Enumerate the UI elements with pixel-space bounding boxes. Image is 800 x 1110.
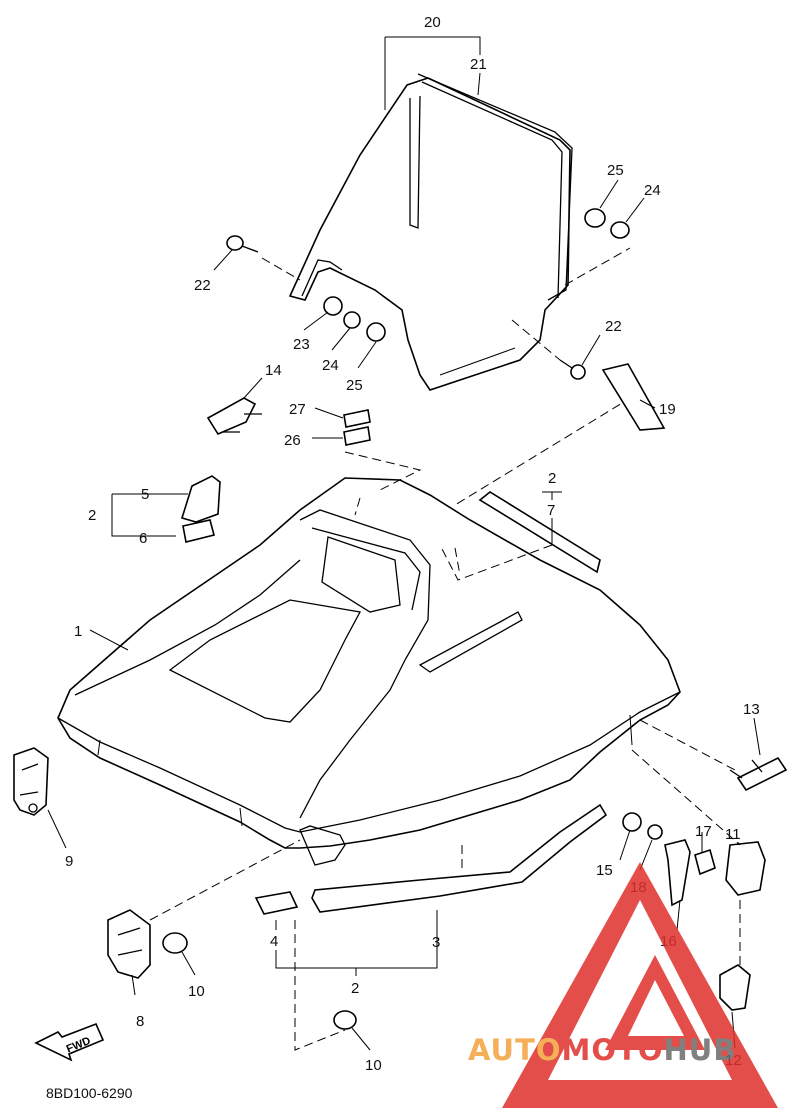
- callout-5: 5: [141, 486, 149, 503]
- callout-25-a: 25: [346, 377, 363, 394]
- callout-20: 20: [424, 14, 441, 31]
- trim-part-3[interactable]: [311, 803, 608, 913]
- leader-lines: [47, 36, 761, 1051]
- windshield[interactable]: [288, 73, 573, 391]
- callout-2-right: 2: [548, 470, 556, 487]
- callout-8: 8: [136, 1013, 144, 1030]
- callout-9: 9: [65, 853, 73, 870]
- callout-22-a: 22: [194, 277, 211, 294]
- bushing-part-15[interactable]: [622, 812, 642, 832]
- callout-3: 3: [432, 934, 440, 951]
- callout-15: 15: [596, 862, 613, 879]
- callout-26: 26: [284, 432, 301, 449]
- bracket-part-14[interactable]: [206, 397, 262, 436]
- pad-part-6[interactable]: [182, 519, 215, 543]
- callout-24-a: 24: [322, 357, 339, 374]
- collar-part-17[interactable]: [694, 848, 716, 876]
- pad-part-27[interactable]: [343, 409, 371, 428]
- grommet-part-10-b[interactable]: [333, 1010, 357, 1030]
- watermark-inner-triangle-icon: [605, 955, 705, 1050]
- bolt-part-22-a[interactable]: [226, 235, 259, 253]
- hood-cowling[interactable]: [57, 477, 681, 866]
- bracket-part-9[interactable]: [13, 747, 49, 816]
- bracket-part-11[interactable]: [725, 841, 766, 896]
- strip-part-7[interactable]: [478, 491, 601, 574]
- callout-2-bottom: 2: [351, 980, 359, 997]
- pad-part-26[interactable]: [343, 426, 371, 446]
- sticker-part-19[interactable]: [601, 363, 666, 431]
- watermark-hub: HUB: [664, 1033, 737, 1067]
- bracket-part-8[interactable]: [107, 909, 151, 979]
- callout-11: 11: [725, 826, 741, 843]
- latch-part-12[interactable]: [719, 964, 751, 1011]
- washer-part-18[interactable]: [647, 824, 663, 840]
- bolt-part-22-b[interactable]: [559, 359, 586, 380]
- watermark-text: AUTOMOTOHUB: [468, 1033, 736, 1067]
- callout-7: 7: [547, 502, 555, 519]
- grommet-part-10-a[interactable]: [162, 932, 188, 954]
- callout-17: 17: [695, 823, 712, 840]
- drawing-code: 8BD100-6290: [46, 1085, 133, 1101]
- callout-4: 4: [270, 933, 278, 950]
- callout-22-b: 22: [605, 318, 622, 335]
- watermark-auto: AUTO: [468, 1033, 562, 1067]
- callout-2-left: 2: [88, 507, 96, 524]
- callout-10-b: 10: [365, 1057, 382, 1074]
- callout-24-b: 24: [644, 182, 661, 199]
- callout-23: 23: [293, 336, 310, 353]
- washer-part-23[interactable]: [323, 296, 343, 316]
- callout-14: 14: [265, 362, 282, 379]
- strip-part-13[interactable]: [729, 756, 788, 792]
- callout-13: 13: [743, 701, 760, 718]
- pad-part-4[interactable]: [254, 891, 299, 915]
- callout-19: 19: [659, 401, 676, 418]
- arm-part-16[interactable]: [664, 839, 691, 907]
- watermark-triangle-icon: [502, 862, 778, 1108]
- callout-25-b: 25: [607, 162, 624, 179]
- callout-10-a: 10: [188, 983, 205, 1000]
- callout-6: 6: [139, 530, 147, 547]
- spacer-part-25-b[interactable]: [584, 208, 606, 228]
- nut-part-24-a[interactable]: [343, 311, 361, 329]
- callout-21: 21: [470, 56, 487, 73]
- watermark-moto: MOTO: [562, 1033, 664, 1067]
- spacer-part-25-a[interactable]: [366, 322, 386, 342]
- nut-part-24-b[interactable]: [610, 221, 630, 239]
- watermark-logo: AUTOMOTOHUB: [468, 862, 778, 1108]
- callout-27: 27: [289, 401, 306, 418]
- pad-part-5[interactable]: [180, 475, 221, 523]
- fwd-arrow: FWD: [34, 1022, 105, 1062]
- callout-1: 1: [74, 623, 82, 640]
